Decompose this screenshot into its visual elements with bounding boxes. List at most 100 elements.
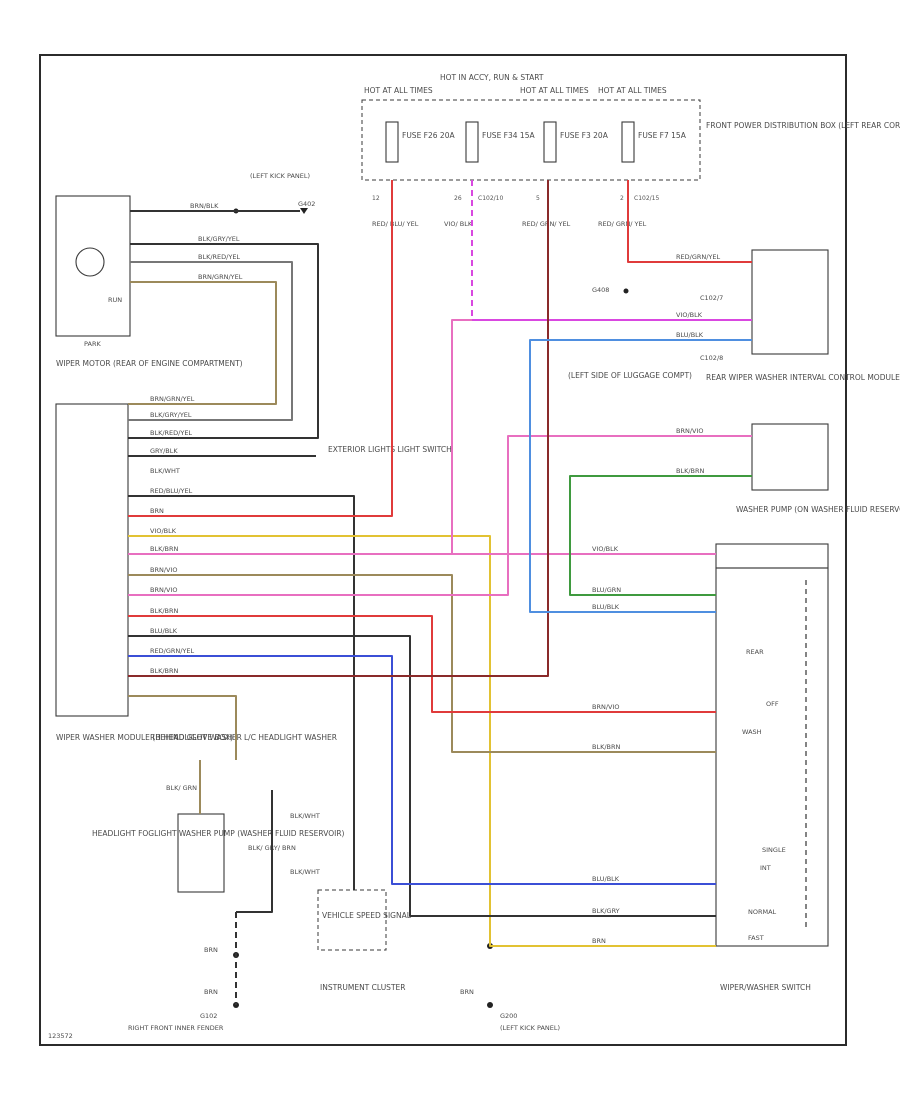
wire-vio-blk-module [128, 319, 472, 555]
int-label: INT [760, 864, 771, 872]
wire-blu-blk-rear [529, 339, 752, 613]
left-side-luggage-label: (LEFT SIDE OF LUGGAGE COMPT) [568, 371, 692, 380]
headlight-pump-label: HEADLIGHT FOGLIGHT WASHER PUMP (WASHER F… [92, 829, 345, 838]
wire-blk-brn-rear [569, 475, 752, 596]
washer-pump-label: WASHER PUMP (ON WASHER FLUID RESERVOIR) [736, 505, 900, 514]
wiper-washer-module-box [55, 403, 129, 717]
footer-code: 123572 [48, 1032, 73, 1040]
switch-wire-label-3: BRN/VIO [592, 703, 620, 711]
wiper-motor-box [55, 195, 131, 337]
module-wire-label-2: BLK/RED/YEL [150, 429, 192, 437]
motor-wire-label-0: BRN/BLK [190, 202, 219, 210]
wire-blk-wht [128, 495, 355, 890]
hot-label-3: HOT AT ALL TIMES [520, 86, 589, 95]
instrument-cluster-box [317, 889, 387, 951]
c102-connector-box [751, 249, 829, 355]
brn-label-2: BRN [204, 988, 218, 996]
power-distribution-box [361, 99, 701, 181]
g200-ground: BRN G200 (LEFT KICK PANEL) [460, 943, 560, 1032]
g102-label: G102 [200, 1012, 217, 1020]
wiper-switch-box [715, 567, 829, 947]
module-wire-label-5: RED/BLU/YEL [150, 487, 193, 495]
fuse-label-3: FUSE F3 20A [560, 131, 609, 140]
normal-label: NORMAL [748, 908, 777, 916]
g200-location-label: (LEFT KICK PANEL) [500, 1024, 560, 1032]
switch-wire-label-2: BLU/BLK [592, 603, 620, 611]
pin-c102-15: C102/15 [634, 195, 659, 202]
module-wire-label-12: BLU/BLK [150, 627, 178, 635]
switch-wire-label-4: BLK/BRN [592, 743, 621, 751]
fuse-label-4: FUSE F7 15A [638, 131, 687, 140]
rear-wire-label-3: BRN/VIO [676, 427, 704, 435]
g102-location-label: RIGHT FRONT INNER FENDER [128, 1024, 224, 1032]
g102-ground: BRN BRN G102 RIGHT FRONT INNER FENDER [128, 946, 239, 1032]
fuse-f34: FUSE F34 15A [465, 121, 535, 163]
rear-wire-label-0: RED/GRN/YEL [676, 253, 721, 261]
vss-label: VEHICLE SPEED SIGNAL [322, 911, 412, 920]
instrument-cluster-label: INSTRUMENT CLUSTER [320, 983, 405, 992]
fast-label: FAST [748, 934, 764, 942]
fuse-f7: FUSE F7 15A [621, 121, 687, 163]
rear-wire-label-4: BLK/BRN [676, 467, 705, 475]
washer-pump-box [715, 543, 829, 569]
switch-wire-label-7: BRN [592, 937, 606, 945]
wire-label-red-grn-yel-2: RED/ GRN/ YEL [598, 220, 647, 228]
hot-label-4: HOT AT ALL TIMES [598, 86, 667, 95]
headlight-pump-box [177, 813, 225, 893]
wires-layer [128, 180, 752, 1005]
wash-label: WASH [742, 728, 762, 736]
fuse-group: HOT AT ALL TIMES HOT IN ACCY, RUN & STAR… [364, 73, 900, 228]
g408-label: G408 [592, 286, 609, 294]
left-kick-panel-label: (LEFT KICK PANEL) [250, 172, 310, 180]
wiper-motor-label: WIPER MOTOR (REAR OF ENGINE COMPARTMENT) [56, 359, 243, 368]
rear-wire-label-2: BLU/BLK [676, 331, 704, 339]
rh-headlight-washer-label: RH HEADLIGHT WASHER [150, 733, 242, 742]
fuse-label-1: FUSE F26 20A [402, 131, 455, 140]
wiper-switch-label: WIPER/WASHER SWITCH [720, 983, 811, 992]
wiper-motor-symbol [75, 247, 105, 277]
single-label: SINGLE [762, 846, 786, 854]
wire-label-vio-blk: VIO/ BLK [444, 220, 473, 228]
rear-module-label: REAR WIPER WASHER INTERVAL CONTROL MODUL… [706, 373, 900, 382]
wire-brn-vio-2 [128, 615, 716, 713]
blk-grn-label: BLK/ GRN [166, 784, 197, 792]
brn-label-1: BRN [204, 946, 218, 954]
rear-section-label: REAR [746, 648, 764, 656]
fuse-f26: FUSE F26 20A [385, 121, 455, 163]
module-wire-label-9: BRN/VIO [150, 566, 178, 574]
switch-wire-label-5: BLU/BLK [592, 875, 620, 883]
module-wire-label-1: BLK/GRY/YEL [150, 411, 192, 419]
wire-blk-brn-1 [128, 574, 716, 753]
module-wire-label-13: RED/GRN/YEL [150, 647, 195, 655]
rear-module-box [751, 423, 829, 491]
module-wire-label-7: VIO/BLK [150, 527, 177, 535]
module-wire-label-6: BRN [150, 507, 164, 515]
wire-blk-brn-headlight [128, 695, 237, 760]
module-wire-label-10: BRN/VIO [150, 586, 178, 594]
pin-5: 5 [536, 195, 540, 202]
wire-labels-layer: BRN/BLK BLK/GRY/YEL BLK/RED/YEL BRN/GRN/YEL… [150, 202, 721, 945]
fuse-label-2: FUSE F34 15A [482, 131, 535, 140]
wire-blu-blk [128, 655, 716, 885]
wire-motor-blk-gry-yel [128, 243, 319, 439]
wire-red-blu-yel [128, 180, 393, 517]
pin-12: 12 [372, 195, 380, 202]
module-wire-label-0: BRN/GRN/YEL [150, 395, 195, 403]
fuse-f3: FUSE F3 20A [543, 121, 609, 163]
wire-red-grn-yel [128, 180, 549, 677]
wire-blk-brn-2 [128, 635, 716, 917]
pin-2: 2 [620, 195, 624, 202]
pin-c102-10: C102/10 [478, 195, 503, 202]
module-wire-label-8: BLK/BRN [150, 545, 179, 553]
module-wire-label-3: GRY/BLK [150, 447, 178, 455]
off-label: OFF [766, 700, 779, 708]
wire-brn-vio-1 [128, 435, 752, 596]
module-wire-label-4: BLK/WHT [150, 467, 180, 475]
wire-brn-ground [128, 535, 716, 947]
brn-label-3: BRN [460, 988, 474, 996]
diagram-frame [39, 54, 847, 1046]
pin-26: 26 [454, 195, 462, 202]
wiper-module-label: WIPER WASHER MODULE (BEHIND GLOVE BOX) [56, 733, 233, 742]
motor-wire-label-2: BLK/RED/YEL [198, 253, 240, 261]
